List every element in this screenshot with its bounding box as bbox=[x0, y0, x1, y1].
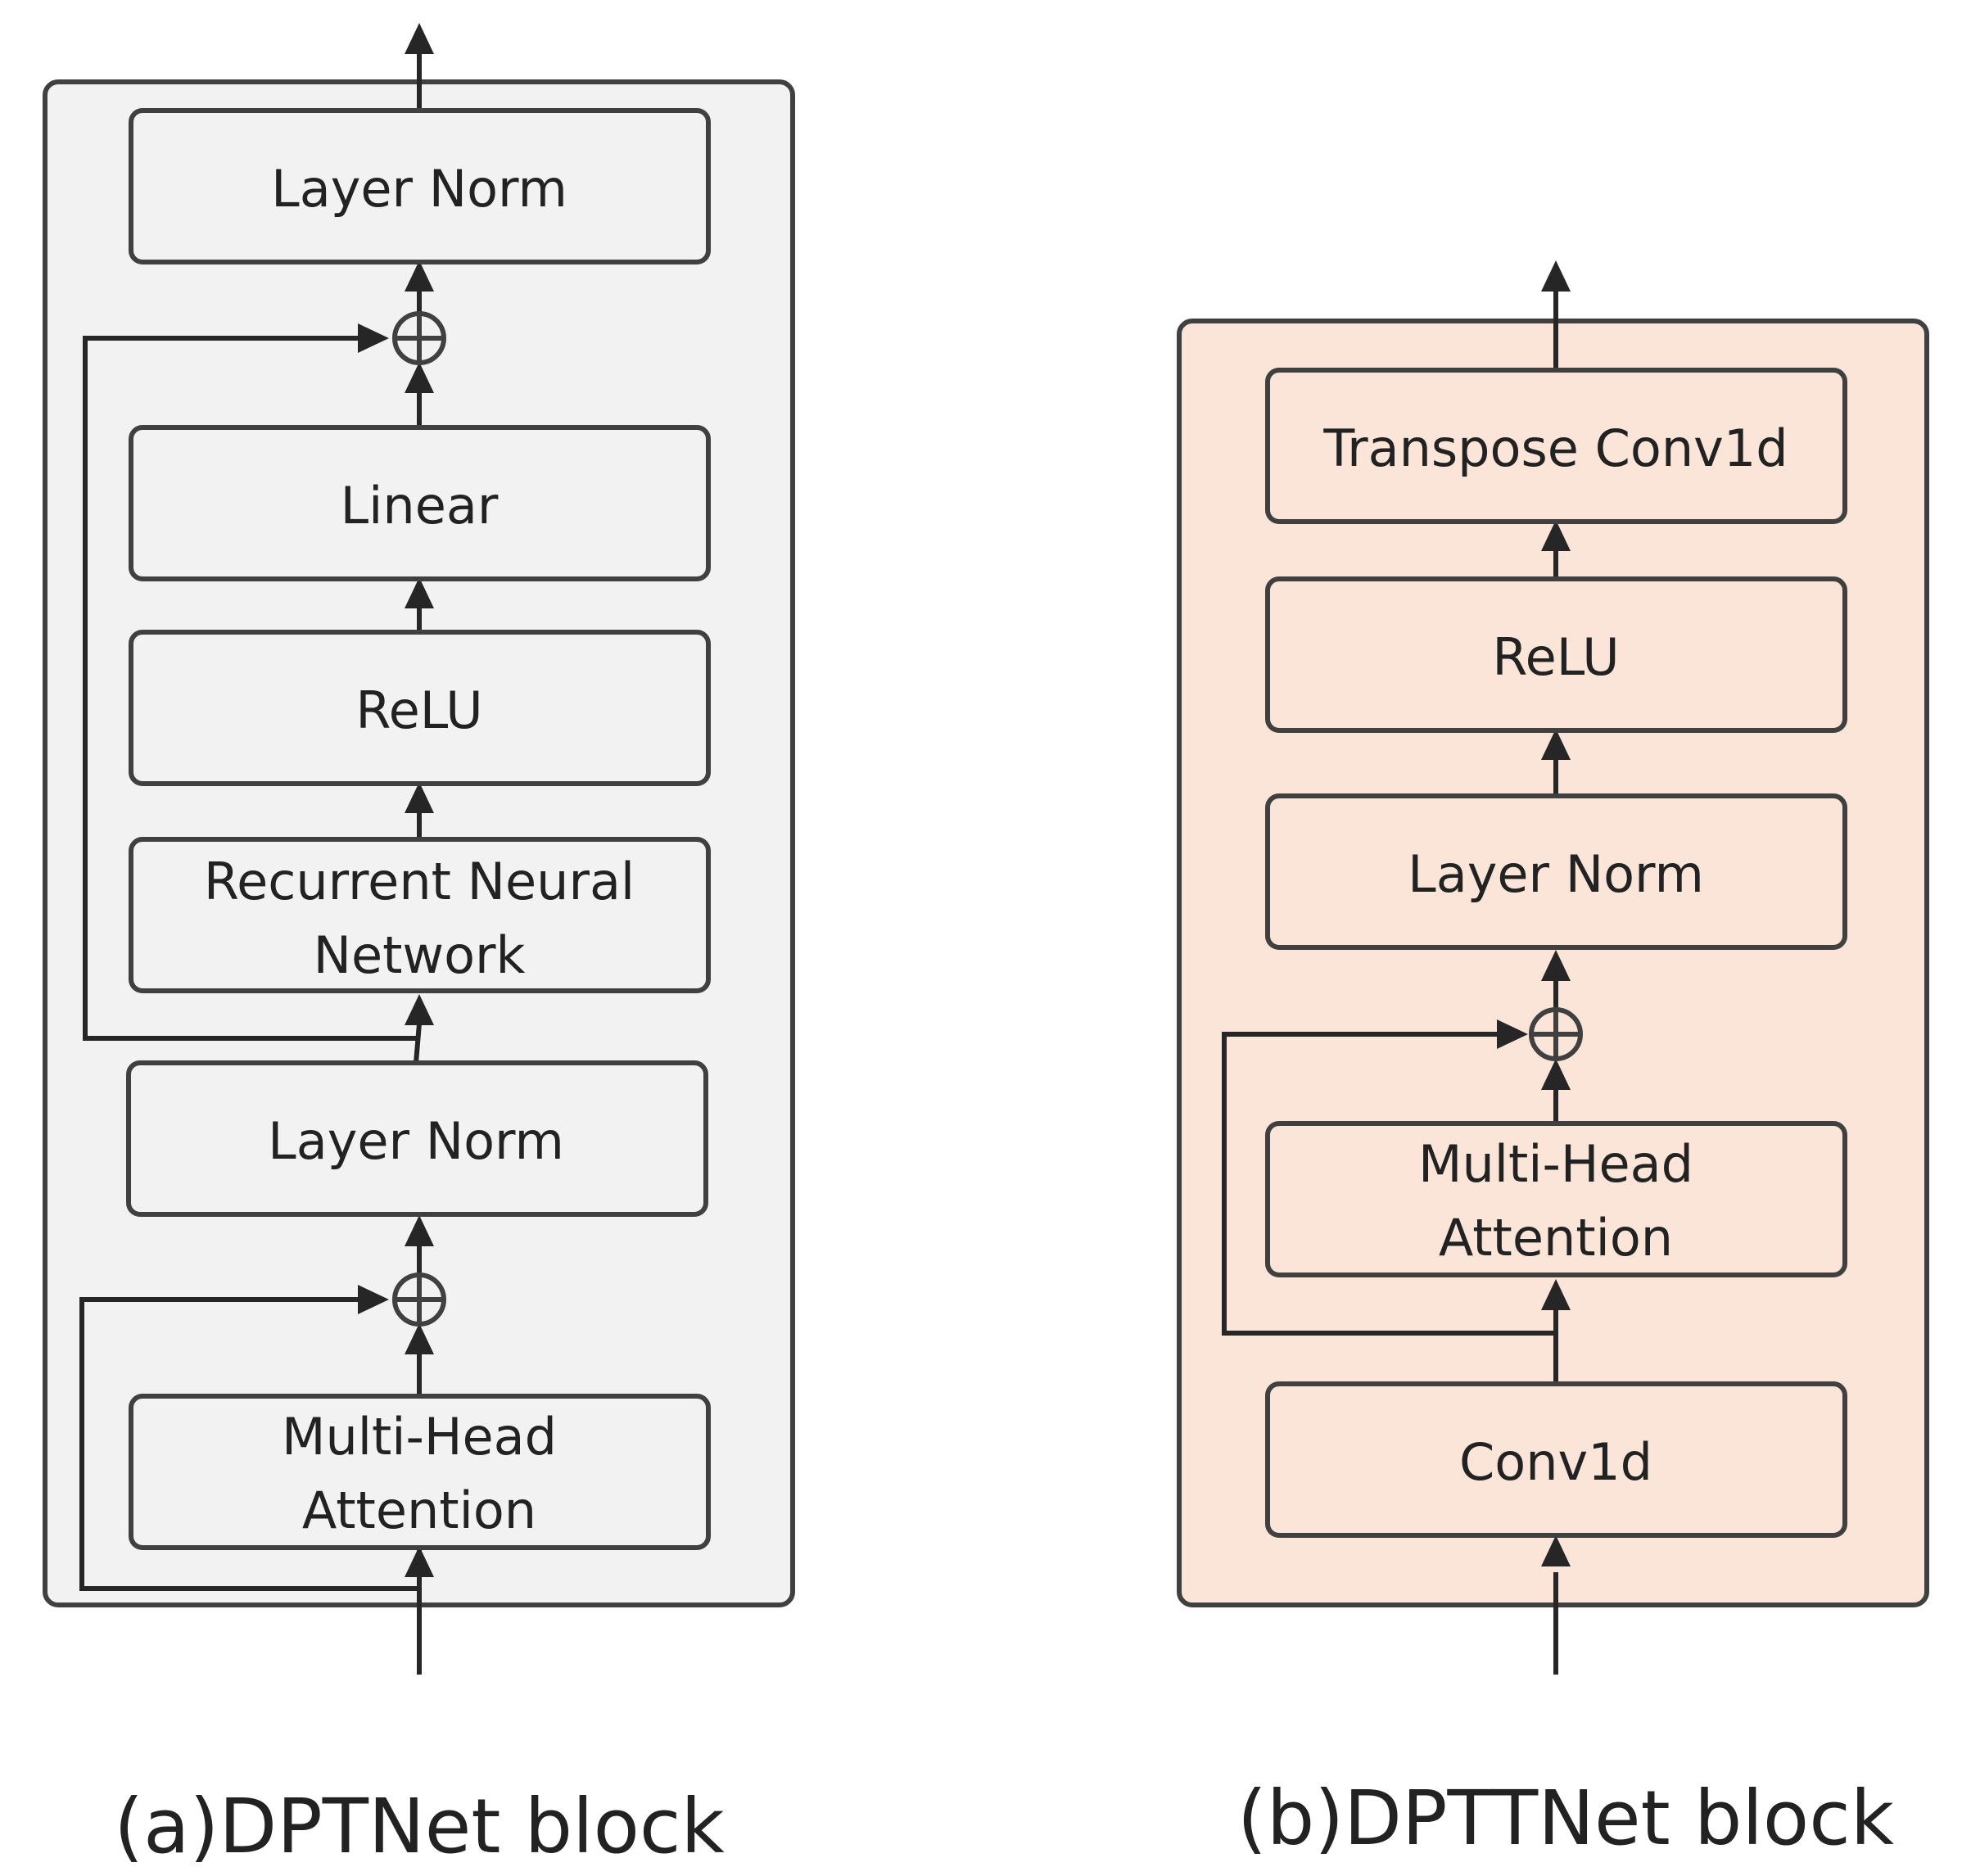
panel-b-arrowhead-relu-tconv bbox=[1541, 520, 1571, 551]
panel-a-arrowhead-rnn-relu bbox=[405, 782, 434, 813]
panel-b-box-conv1d-label: Conv1d bbox=[1459, 1432, 1652, 1492]
panel-b-box-mha-label-line2: Attention bbox=[1439, 1208, 1673, 1268]
panel-b-box-transpose-conv1d-label: Transpose Conv1d bbox=[1322, 418, 1788, 478]
panel-a-ln-to-rnn bbox=[414, 1023, 422, 1064]
panel-a-arrowhead-mha-add bbox=[405, 1323, 434, 1354]
panel-a-caption: (a)DPTNet block bbox=[114, 1783, 725, 1870]
panel-a-add-node-top bbox=[392, 311, 446, 365]
panel-a-residual-2 bbox=[83, 336, 418, 1041]
panel-a-arrowhead-add-ln bbox=[405, 1215, 434, 1246]
panel-a-arrowhead-input bbox=[405, 1546, 434, 1577]
panel-b-box-relu: ReLU bbox=[1265, 576, 1847, 733]
panel-a-box-layer-norm-top-label: Layer Norm bbox=[271, 159, 567, 219]
panel-a-box-rnn-label-line1: Recurrent Neural bbox=[204, 852, 635, 911]
panel-a-arrowhead-relu-linear bbox=[405, 577, 434, 608]
panel-b-box-conv1d: Conv1d bbox=[1265, 1381, 1847, 1538]
panel-a-arrowhead-ln-rnn bbox=[405, 994, 434, 1025]
panel-b-arrowhead-mha-add bbox=[1541, 1059, 1571, 1090]
panel-a-add-node-bottom bbox=[392, 1273, 446, 1327]
panel-a-arrowhead-linear-add bbox=[405, 362, 434, 393]
panel-a-arrowhead-add-lntop bbox=[405, 260, 434, 292]
panel-b-dpttnet-block: Transpose Conv1d ReLU Layer Norm Multi-H… bbox=[1177, 260, 1929, 1862]
panel-a-box-relu-label: ReLU bbox=[355, 680, 482, 740]
panel-b-residual bbox=[1222, 1032, 1556, 1336]
panel-a-box-mha-label-line1: Multi-Head bbox=[282, 1407, 557, 1467]
panel-b-caption: (b)DPTTNet block bbox=[1237, 1774, 1895, 1862]
panel-b-box-relu-label: ReLU bbox=[1492, 627, 1619, 687]
panel-b-box-layer-norm-label: Layer Norm bbox=[1408, 844, 1704, 904]
panel-b-arrowhead-add-ln bbox=[1541, 950, 1571, 981]
panel-a-box-mha: Multi-Head Attention bbox=[129, 1394, 711, 1550]
panel-a-box-linear: Linear bbox=[129, 425, 711, 581]
panel-b-add-node bbox=[1529, 1007, 1583, 1061]
panel-a-box-layer-norm-mid: Layer Norm bbox=[126, 1060, 708, 1217]
panel-a-box-linear-label: Linear bbox=[341, 476, 499, 536]
panel-b-box-mha-label-line1: Multi-Head bbox=[1418, 1134, 1693, 1194]
panel-a-box-rnn: Recurrent Neural Network bbox=[129, 837, 711, 993]
panel-b-box-transpose-conv1d: Transpose Conv1d bbox=[1265, 368, 1847, 524]
panel-b-box-layer-norm: Layer Norm bbox=[1265, 793, 1847, 950]
panel-a-arrowhead-output bbox=[405, 23, 434, 54]
panel-b-arrowhead-output bbox=[1541, 260, 1571, 292]
panel-b-arrowhead-input bbox=[1541, 1535, 1571, 1566]
panel-a-connections bbox=[79, 23, 434, 1675]
panel-a-residual-1 bbox=[79, 1297, 419, 1591]
panel-a-box-rnn-label-line2: Network bbox=[314, 925, 526, 985]
panel-a-box-layer-norm-mid-label: Layer Norm bbox=[268, 1111, 564, 1171]
panel-b-arrowhead-ln-relu bbox=[1541, 729, 1571, 760]
panel-a-box-layer-norm-top: Layer Norm bbox=[129, 108, 711, 264]
panel-a-box-mha-label-line2: Attention bbox=[302, 1480, 536, 1540]
panel-a-arrowhead-res1 bbox=[358, 1285, 389, 1314]
panel-a-dptnet-block: Layer Norm Linear ReLU Recurrent Neural … bbox=[43, 23, 795, 1870]
panel-b-connections bbox=[1222, 260, 1571, 1675]
panel-b-box-mha: Multi-Head Attention bbox=[1265, 1121, 1847, 1277]
panel-b-arrowhead-res bbox=[1497, 1019, 1528, 1049]
panel-a-box-relu: ReLU bbox=[129, 630, 711, 786]
panel-a-arrowhead-res2 bbox=[358, 323, 389, 353]
panel-b-arrowhead-conv-mha bbox=[1541, 1279, 1571, 1310]
